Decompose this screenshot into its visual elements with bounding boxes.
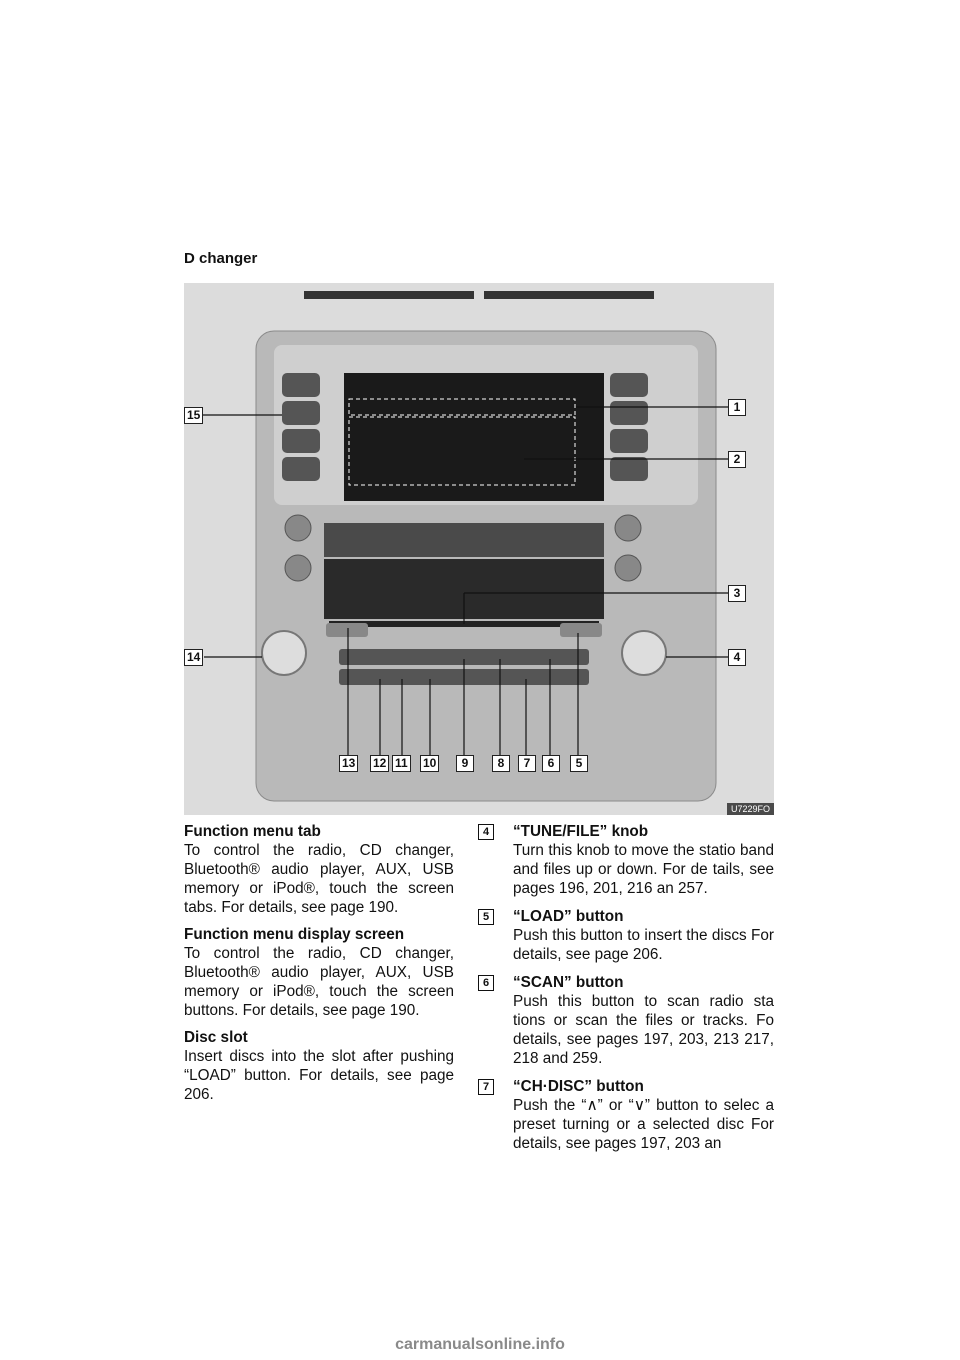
temp-up-left (284, 514, 312, 542)
left-buttons (282, 373, 320, 481)
callout-5: 5 (570, 755, 588, 772)
item-number: 4 (478, 824, 494, 840)
audio-panel-illustration (202, 291, 728, 802)
temp-down-left (284, 554, 312, 582)
desc-function-menu-display: Function menu display screen To control … (184, 925, 454, 1020)
load-button-graphic (560, 623, 602, 637)
left-column: Function menu tab To control the radio, … (184, 822, 454, 1112)
desc-text: Push the “∧” or “∨” button to selec a pr… (513, 1097, 774, 1152)
section-title: D changer (184, 250, 258, 267)
callout-13: 13 (339, 755, 359, 772)
callout-6: 6 (542, 755, 560, 772)
desc-function-menu-tab: Function menu tab To control the radio, … (184, 822, 454, 917)
desc-text: Turn this knob to move the statio band a… (513, 842, 774, 897)
desc-title: Function menu tab (184, 823, 321, 840)
eject-button (326, 623, 368, 637)
desc-title: Disc slot (184, 1029, 248, 1046)
callout-11: 11 (392, 755, 411, 772)
right-column: 4 “TUNE/FILE” knob Turn this knob to mov… (478, 822, 774, 1162)
callout-9: 9 (456, 755, 474, 772)
desc-text: Insert discs into the slot after pushing… (184, 1048, 454, 1103)
temp-down-right (614, 554, 642, 582)
desc-title: Function menu display screen (184, 926, 405, 943)
callout-15: 15 (184, 407, 204, 424)
callout-4: 4 (728, 649, 746, 666)
display-screen (344, 373, 604, 501)
leader-lines (202, 406, 728, 755)
audio-panel-figure: 1 2 3 4 14 15 13 12 11 10 9 8 7 6 5 U722… (184, 283, 774, 815)
desc-text: To control the radio, CD changer, Blueto… (184, 945, 454, 1019)
callout-7: 7 (518, 755, 536, 772)
desc-title: “SCAN” button (513, 974, 624, 991)
desc-disc-slot: Disc slot Insert discs into the slot aft… (184, 1028, 454, 1104)
callout-1: 1 (728, 399, 746, 416)
watermark-footer: carmanualsonline.info (395, 1336, 565, 1353)
desc-text: Push this button to scan radio sta tions… (513, 993, 774, 1067)
callout-12: 12 (370, 755, 390, 772)
desc-title: “TUNE/FILE” knob (513, 823, 649, 840)
pwr-vol-knob (261, 630, 307, 676)
desc-scan-button: 6 “SCAN” button Push this button to scan… (478, 973, 774, 1068)
desc-title: “CH·DISC” button (513, 1078, 644, 1095)
callout-2: 2 (728, 451, 746, 468)
desc-tune-file-knob: 4 “TUNE/FILE” knob Turn this knob to mov… (478, 822, 774, 898)
desc-load-button: 5 “LOAD” button Push this button to inse… (478, 907, 774, 964)
vent-left (304, 291, 474, 299)
callout-10: 10 (420, 755, 440, 772)
tune-file-knob (621, 630, 667, 676)
vent-right (484, 291, 654, 299)
climate-buttons (324, 523, 604, 557)
figure-code: U7229FO (726, 803, 774, 815)
temp-up-right (614, 514, 642, 542)
tab-highlight (348, 398, 576, 416)
item-number: 5 (478, 909, 494, 925)
screen-highlight (348, 416, 576, 486)
callout-8: 8 (492, 755, 510, 772)
desc-text: To control the radio, CD changer, Blueto… (184, 842, 454, 916)
callout-14: 14 (184, 649, 204, 666)
item-number: 6 (478, 975, 494, 991)
callout-3: 3 (728, 585, 746, 602)
desc-title: “LOAD” button (513, 908, 624, 925)
source-row (339, 649, 589, 665)
desc-text: Push this button to insert the discs For… (513, 927, 774, 963)
desc-ch-disc-button: 7 “CH·DISC” button Push the “∧” or “∨” b… (478, 1077, 774, 1153)
item-number: 7 (478, 1079, 494, 1095)
